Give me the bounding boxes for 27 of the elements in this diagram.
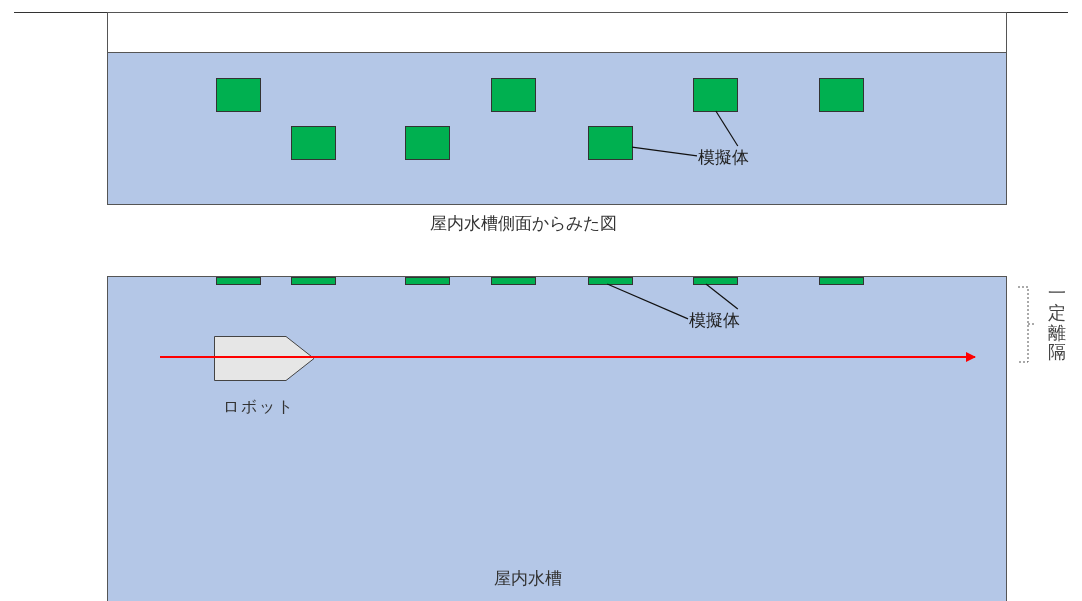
mock-object (405, 126, 450, 160)
caption: 屋内水槽側面からみた図 (430, 213, 617, 235)
distance-label: 一定離隔 (1048, 284, 1066, 364)
water-tank (107, 12, 1007, 205)
leader-line (631, 146, 698, 157)
water-tank (107, 276, 1007, 601)
mock-object (588, 277, 633, 285)
mock-object (291, 277, 336, 285)
mock-object (819, 78, 864, 112)
leader-text: 模擬体 (689, 310, 749, 332)
mock-object (588, 126, 633, 160)
mock-object (405, 277, 450, 285)
mock-object (216, 78, 261, 112)
mock-object (491, 78, 536, 112)
mock-object (491, 277, 536, 285)
leader-line (705, 283, 739, 310)
mock-object (693, 78, 738, 112)
robot-label: ロボット (223, 397, 295, 417)
tank-label: 屋内水槽 (494, 568, 562, 590)
mock-object (216, 277, 261, 285)
mock-object (819, 277, 864, 285)
robot-shape (214, 336, 314, 381)
mock-object (291, 126, 336, 160)
mock-object (693, 277, 738, 285)
leader-line (715, 110, 739, 147)
leader-line (606, 283, 689, 320)
leader-text: 模擬体 (698, 147, 758, 169)
